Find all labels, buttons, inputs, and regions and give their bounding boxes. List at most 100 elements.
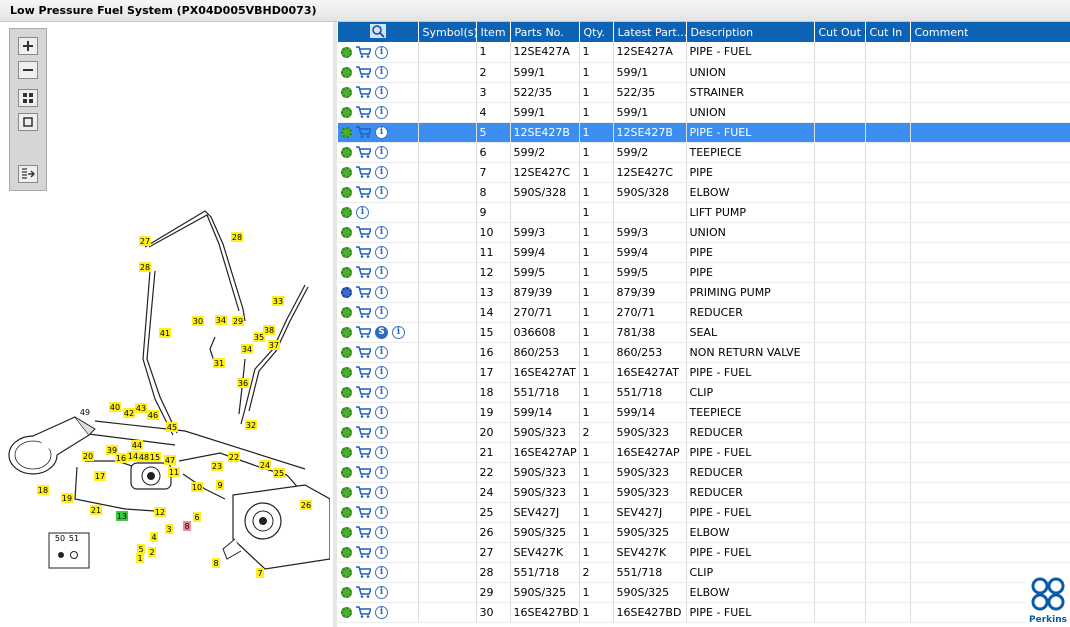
info-icon[interactable]: i <box>375 585 388 599</box>
diagram-callout[interactable]: 24 <box>259 460 271 470</box>
gear-icon[interactable] <box>341 606 352 618</box>
cart-icon[interactable] <box>356 86 371 99</box>
diagram-callout[interactable]: 17 <box>94 471 106 481</box>
gear-icon[interactable] <box>341 486 352 498</box>
gear-icon[interactable] <box>341 346 352 358</box>
gear-icon[interactable] <box>341 566 352 578</box>
diagram-callout[interactable]: 19 <box>61 493 73 503</box>
cart-icon[interactable] <box>356 346 371 359</box>
diagram-callout[interactable]: 10 <box>191 482 203 492</box>
column-header-qty[interactable]: Qty. <box>579 22 614 42</box>
column-header-parts-no[interactable]: Parts No. <box>510 22 580 42</box>
diagram-callout[interactable]: 12 <box>154 507 166 517</box>
export-button[interactable] <box>18 165 38 183</box>
cart-icon[interactable] <box>356 326 371 339</box>
cart-icon[interactable] <box>356 506 371 519</box>
info-icon[interactable]: i <box>375 185 388 199</box>
gear-icon[interactable] <box>341 106 352 118</box>
diagram-callout[interactable]: 41 <box>159 328 171 338</box>
info-icon[interactable]: i <box>375 85 388 99</box>
fit-page-button[interactable] <box>18 113 38 131</box>
gear-icon[interactable] <box>341 326 352 338</box>
diagram-callout[interactable]: 29 <box>232 316 244 326</box>
info-icon[interactable]: i <box>375 265 388 279</box>
gear-icon[interactable] <box>341 366 352 378</box>
diagram-callout[interactable]: 42 <box>123 408 135 418</box>
diagram-callout[interactable]: 33 <box>272 296 284 306</box>
gear-icon[interactable] <box>341 66 352 78</box>
cart-icon[interactable] <box>356 526 371 539</box>
gear-icon[interactable] <box>341 286 352 298</box>
gear-icon[interactable] <box>341 226 352 238</box>
gear-icon[interactable] <box>341 446 352 458</box>
diagram-callout[interactable]: 9 <box>216 480 224 490</box>
info-icon[interactable]: i <box>375 345 388 359</box>
info-icon[interactable]: i <box>375 505 388 519</box>
gear-icon[interactable] <box>341 406 352 418</box>
diagram-callout[interactable]: 11 <box>168 467 180 477</box>
supersession-icon[interactable]: S <box>375 325 388 339</box>
gear-icon[interactable] <box>341 306 352 318</box>
gear-icon[interactable] <box>341 426 352 438</box>
diagram-callout[interactable]: 38 <box>263 325 275 335</box>
diagram-callout[interactable]: 28 <box>231 232 243 242</box>
diagram-callout[interactable]: 5 <box>137 544 145 554</box>
diagram-callout[interactable]: 46 <box>147 410 159 420</box>
diagram-callout[interactable]: 13 <box>116 511 128 521</box>
info-icon[interactable]: i <box>375 545 388 559</box>
column-header-item[interactable]: Item <box>476 22 511 42</box>
gear-icon[interactable] <box>341 506 352 518</box>
parts-grid[interactable]: Symbol(s) Item Parts No. Qty. Latest Par… <box>338 22 1070 627</box>
diagram-callout[interactable]: 45 <box>166 422 178 432</box>
diagram-callout[interactable]: 35 <box>253 332 265 342</box>
cart-icon[interactable] <box>356 546 371 559</box>
diagram-callout[interactable]: 34 <box>241 344 253 354</box>
diagram-callout[interactable]: 3 <box>165 524 173 534</box>
cart-icon[interactable] <box>356 46 371 58</box>
diagram-callout[interactable]: 20 <box>82 451 94 461</box>
diagram-callout[interactable]: 32 <box>245 420 257 430</box>
info-icon[interactable]: i <box>375 565 388 579</box>
cart-icon[interactable] <box>356 106 371 119</box>
diagram-callout[interactable]: 16 <box>115 453 127 463</box>
info-icon[interactable]: i <box>375 425 388 439</box>
cart-icon[interactable] <box>356 126 371 139</box>
info-icon[interactable]: i <box>375 405 388 419</box>
info-icon[interactable]: i <box>375 165 388 179</box>
cart-icon[interactable] <box>356 266 371 279</box>
cart-icon[interactable] <box>356 406 371 419</box>
gear-icon[interactable] <box>341 526 352 538</box>
gear-icon[interactable] <box>341 126 352 138</box>
diagram-callout[interactable]: 43 <box>135 403 147 413</box>
pane-splitter[interactable] <box>333 22 337 627</box>
cart-icon[interactable] <box>356 386 371 399</box>
gear-icon[interactable] <box>341 206 352 218</box>
info-icon[interactable]: i <box>375 605 388 619</box>
diagram-callout[interactable]: 27 <box>139 236 151 246</box>
cart-icon[interactable] <box>356 446 371 459</box>
info-icon[interactable]: i <box>392 325 405 339</box>
diagram-callout[interactable]: 21 <box>90 505 102 515</box>
column-header-description[interactable]: Description <box>686 22 815 42</box>
diagram-callout[interactable]: 37 <box>268 340 280 350</box>
column-header-symbols[interactable]: Symbol(s) <box>418 22 477 42</box>
cart-icon[interactable] <box>356 246 371 259</box>
info-icon[interactable]: i <box>375 485 388 499</box>
gear-icon[interactable] <box>341 466 352 478</box>
column-header-actions[interactable] <box>338 22 419 42</box>
info-icon[interactable]: i <box>375 305 388 319</box>
